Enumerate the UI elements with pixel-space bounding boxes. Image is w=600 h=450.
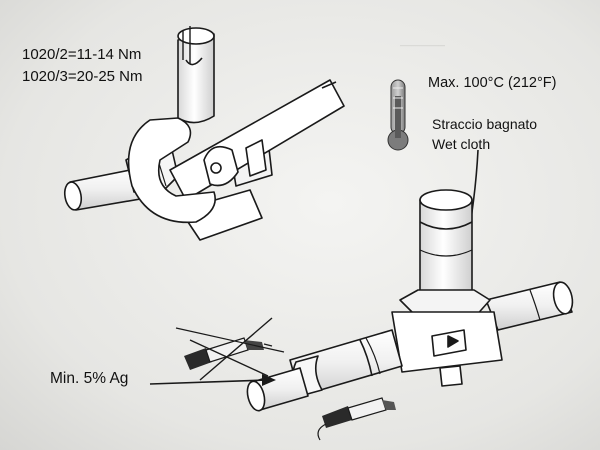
wrench-icon — [63, 26, 345, 241]
wet-cloth-label-english: Wet cloth — [432, 136, 491, 152]
torque-spec-1020-3: 1020/3=20-25 Nm — [22, 68, 143, 85]
silver-arrow — [149, 379, 269, 385]
wet-cloth-label: Straccio bagnato Wet cloth — [432, 114, 537, 154]
background-bleed: ――――― — [400, 40, 445, 50]
thermometer-icon — [387, 79, 409, 151]
max-temperature-label: Max. 100°C (212°F) — [428, 75, 557, 91]
solenoid-valve-icon — [391, 189, 574, 387]
torque-spec-1020-2: 1020/2=11-14 Nm — [22, 46, 142, 63]
torque-spec: 1020/2=11-14 Nm 1020/3=20-25 Nm — [22, 44, 143, 88]
silver-content-label: Min. 5% Ag — [50, 370, 129, 387]
wet-cloth-label-italian: Straccio bagnato — [432, 116, 538, 132]
brazing-torch-icon — [175, 317, 396, 441]
